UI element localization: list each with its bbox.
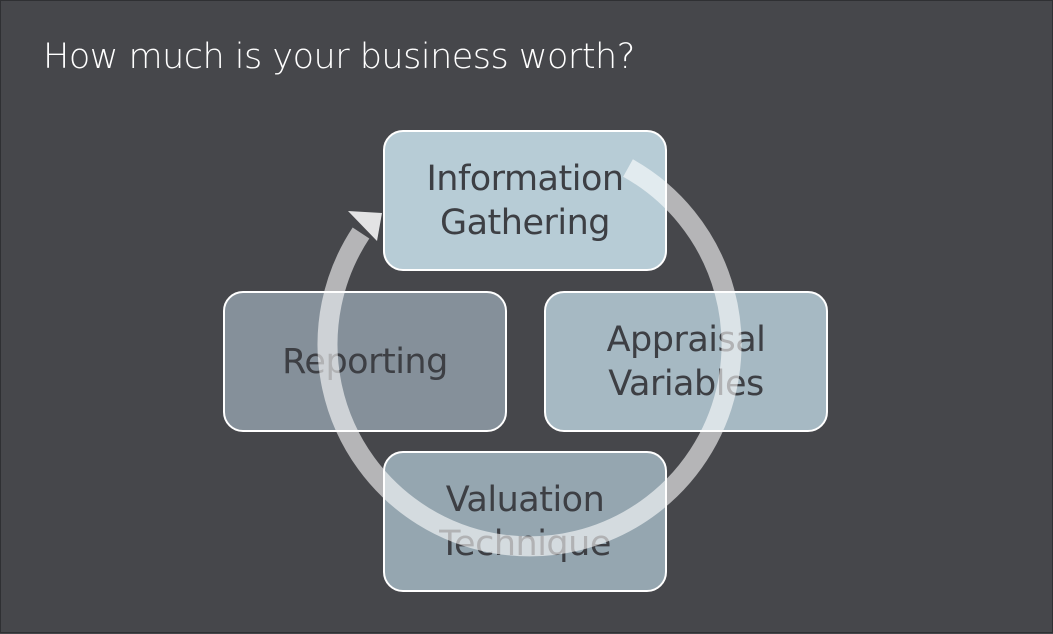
step-valuation-technique: Valuation Technique: [383, 451, 667, 592]
step-label-line2: Gathering: [439, 202, 611, 243]
step-information-gathering: Information Gathering: [383, 130, 667, 271]
step-reporting: Reporting: [223, 291, 507, 432]
page-title: How much is your business worth?: [43, 37, 635, 77]
step-appraisal-variables: Appraisal Variables: [544, 291, 828, 432]
step-label-line1: Reporting: [282, 341, 448, 382]
step-label-line1: Information: [426, 158, 624, 199]
step-label-line2: Variables: [608, 363, 764, 404]
step-label-line1: Valuation: [445, 479, 605, 520]
step-label-line2: Technique: [439, 523, 611, 564]
step-label-line1: Appraisal: [606, 319, 766, 360]
